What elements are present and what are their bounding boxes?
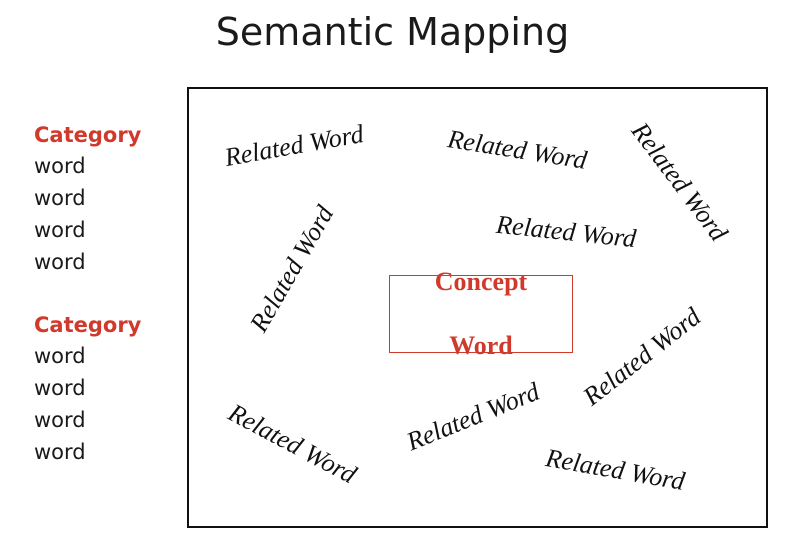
legend-word: word [34, 250, 86, 274]
related-word-top-right: Related Word [625, 116, 734, 247]
legend-word: word [34, 344, 86, 368]
semantic-map-frame: Concept Word Related Word Related Word R… [187, 87, 768, 528]
related-word-bottom-right: Related Word [543, 443, 687, 496]
related-word-bottom-left: Related Word [223, 397, 362, 490]
concept-word-line-1: Concept [434, 267, 528, 296]
concept-word-line-2: Word [449, 331, 513, 360]
related-word-lower-right: Related Word [577, 301, 707, 412]
legend-word: word [34, 376, 86, 400]
legend-group-2: Category word word word word [34, 310, 174, 468]
legend-category-label: Category [34, 123, 142, 147]
legend-category-label: Category [34, 313, 142, 337]
legend-word: word [34, 186, 86, 210]
legend-word: word [34, 408, 86, 432]
legend-word: word [34, 440, 86, 464]
concept-word-label: Concept Word [435, 234, 527, 394]
page-title: Semantic Mapping [215, 10, 570, 54]
concept-word-box: Concept Word [389, 267, 573, 360]
related-word-top-center: Related Word [445, 124, 589, 175]
related-word-left-vertical: Related Word [244, 200, 340, 337]
related-word-top-left: Related Word [222, 119, 366, 172]
legend-group-1: Category word word word word [34, 120, 174, 278]
legend-word: word [34, 154, 86, 178]
legend-word: word [34, 218, 86, 242]
